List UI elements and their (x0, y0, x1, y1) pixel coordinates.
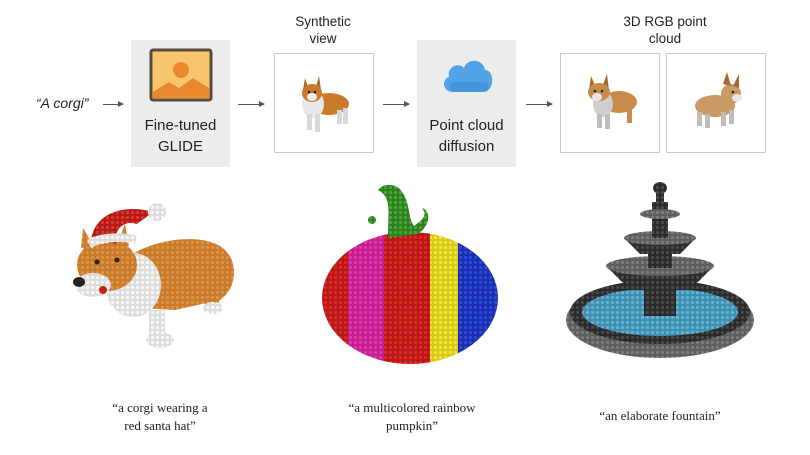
synthetic-view-frame (274, 53, 374, 153)
arrow-glide-to-view (238, 101, 265, 107)
glide-label-line1: Fine-tuned (144, 117, 217, 134)
diffusion-label: Point cloud diffusion (417, 115, 516, 157)
arrow-diffusion-to-cloud (526, 101, 553, 107)
glide-label: Fine-tuned GLIDE (131, 115, 230, 157)
point-cloud-title-line2: cloud (648, 31, 682, 46)
corgi-point-cloud-side (685, 68, 751, 134)
caption-fountain-line1: “an elaborate fountain” (599, 408, 721, 423)
caption-pumpkin-line1: “a multicolored rainbow (348, 400, 476, 415)
diffusion-box: Point cloud diffusion (417, 40, 516, 167)
caption-corgi-line1: “a corgi wearing a (112, 400, 208, 415)
synthetic-view-title: Synthetic view (268, 13, 378, 47)
caption-fountain: “an elaborate fountain” (570, 407, 750, 425)
glide-label-line2: GLIDE (157, 138, 203, 155)
corgi-santa-hat-point-cloud (55, 190, 255, 360)
fountain-point-cloud (560, 180, 760, 370)
synthetic-view-title-line2: view (309, 31, 337, 46)
corgi-point-cloud-front (581, 72, 643, 134)
caption-corgi: “a corgi wearing a red santa hat” (80, 399, 240, 435)
image-icon (149, 48, 213, 102)
arrow-view-to-diffusion (383, 101, 410, 107)
diffusion-label-line1: Point cloud (429, 117, 504, 134)
synthetic-view-title-line1: Synthetic (295, 14, 351, 29)
glide-box: Fine-tuned GLIDE (131, 40, 230, 167)
caption-corgi-line2: red santa hat” (124, 418, 196, 433)
caption-pumpkin: “a multicolored rainbow pumpkin” (322, 399, 502, 435)
rainbow-pumpkin-point-cloud (318, 180, 503, 370)
point-cloud-frame-side (666, 53, 766, 153)
cloud-icon (439, 54, 495, 96)
text-prompt: “A corgi” (36, 95, 89, 111)
arrow-prompt-to-glide (103, 101, 124, 107)
caption-pumpkin-line2: pumpkin” (386, 418, 438, 433)
point-cloud-title-line1: 3D RGB point (623, 14, 707, 29)
point-cloud-frame-front (560, 53, 660, 153)
corgi-render (293, 70, 355, 136)
point-cloud-title: 3D RGB point cloud (600, 13, 730, 47)
diffusion-label-line2: diffusion (438, 138, 495, 155)
